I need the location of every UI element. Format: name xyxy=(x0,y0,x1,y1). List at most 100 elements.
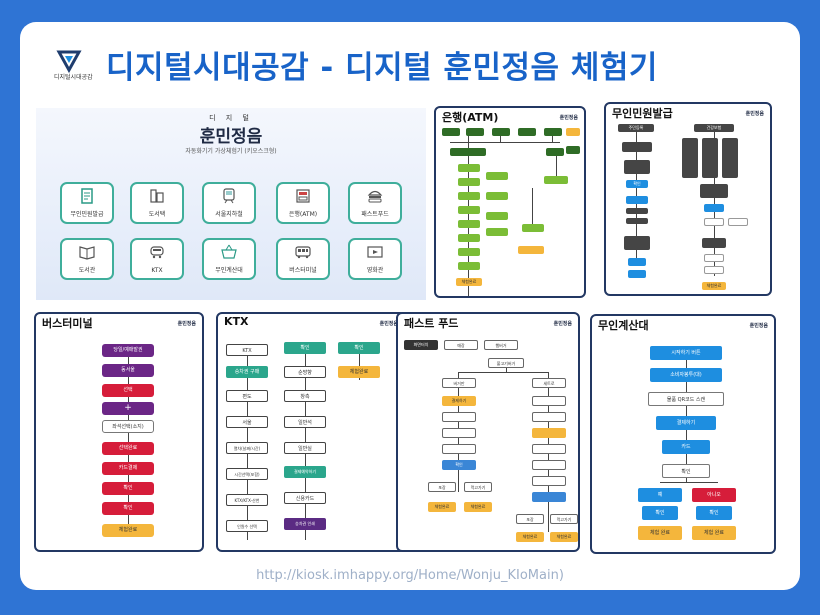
panel-title: 패스트 푸드 xyxy=(404,317,459,330)
bus-step: 확인 xyxy=(102,482,154,495)
ktx-step: 인원수 선택 xyxy=(226,520,268,532)
checkout-step: 결제하기 xyxy=(656,416,716,430)
ktx-step: 결제예약하기 xyxy=(284,466,326,478)
civil-node xyxy=(626,218,648,224)
tile-cinema[interactable]: 영화관 xyxy=(348,238,402,280)
bus-step: 동서울 xyxy=(102,364,154,377)
tile-label: 영화관 xyxy=(366,267,384,274)
ktx-step: 신용카드 xyxy=(284,492,326,504)
connector xyxy=(128,350,129,530)
atm-end-node: 체험완료 xyxy=(456,278,482,286)
ff-step xyxy=(532,396,566,406)
civil-node xyxy=(700,184,728,198)
civil-node xyxy=(622,142,652,152)
panel-logo: 훈민정음 xyxy=(177,321,196,327)
ff-step xyxy=(442,412,476,422)
atm-node xyxy=(458,220,480,228)
tile-label: 무인계산대 xyxy=(215,267,243,274)
subway-icon xyxy=(223,188,235,204)
slide: 디지털시대공감 디지털시대공감 - 디지털 훈민정음 체험기 디 지 털 훈민정… xyxy=(20,22,800,590)
checkout-step: 소비자봉투(대) xyxy=(650,368,722,382)
civil-confirm: 확인 xyxy=(626,180,648,188)
civil-node xyxy=(626,196,648,204)
ktx-step: KTX xyxy=(226,344,268,356)
civil-node xyxy=(704,204,724,212)
connector xyxy=(532,188,533,224)
checkout-step: 물품 QR코드 스캔 xyxy=(648,392,724,406)
checkout-done-right: 체험 완료 xyxy=(692,526,736,540)
atm-node xyxy=(544,176,568,184)
panel-civil: 무인민원발급 훈민정음 주민등록 건강보험 확인 체험완료 xyxy=(604,102,772,296)
connector xyxy=(556,156,557,176)
panel-title: KTX xyxy=(224,315,249,328)
ff-step: 화면터치 xyxy=(404,340,438,350)
ff-option: 먹고가기 xyxy=(464,482,492,492)
panel-logo: 훈민정음 xyxy=(749,323,768,329)
panel-atm: 은행(ATM) 훈민정음 체험완료 xyxy=(434,106,586,298)
atm-node xyxy=(522,224,544,232)
checkout-step: 카드 xyxy=(662,440,710,454)
bus-icon xyxy=(295,246,311,259)
ff-step xyxy=(532,460,566,470)
tile-library[interactable]: 도서관 xyxy=(60,238,114,280)
ff-step: 불고기버거 xyxy=(488,358,524,368)
ff-left-head: 버거만 xyxy=(442,378,476,388)
burger-icon xyxy=(367,190,383,203)
app-title: 훈민정음 xyxy=(199,127,263,147)
ktx-step: KTX/KTX-산천 xyxy=(226,494,268,506)
civil-node xyxy=(704,266,724,274)
tile-label: KTX xyxy=(151,267,163,274)
ff-option: 포장 xyxy=(428,482,456,492)
civil-node xyxy=(728,218,748,226)
atm-node xyxy=(458,234,480,242)
civil-node xyxy=(626,208,648,214)
tile-fastfood[interactable]: 패스트푸드 xyxy=(348,182,402,224)
checkout-no: 아니오 xyxy=(692,488,736,502)
connector xyxy=(450,142,560,143)
basket-icon xyxy=(221,244,237,259)
atm-node xyxy=(544,128,562,136)
panel-logo: 훈민정음 xyxy=(379,321,398,327)
ff-option: 먹고가기 xyxy=(550,514,578,524)
brand-logo-caption: 디지털시대공감 xyxy=(54,74,93,81)
civil-node xyxy=(722,138,738,178)
connector xyxy=(506,368,507,372)
source-url[interactable]: http://kiosk.imhappy.org/Home/Wonju_KIoM… xyxy=(256,568,564,583)
atm-node xyxy=(492,128,510,136)
civil-node xyxy=(704,254,724,262)
atm-node xyxy=(546,148,564,156)
ff-step xyxy=(532,476,566,486)
connector xyxy=(359,350,360,380)
ktx-step: 창측 xyxy=(284,390,326,402)
ff-confirm: 확인 xyxy=(442,460,476,470)
ff-step xyxy=(442,444,476,454)
tile-checkout[interactable]: 무인계산대 xyxy=(202,238,256,280)
tile-bus[interactable]: 버스터미널 xyxy=(276,238,330,280)
atm-node xyxy=(486,228,508,236)
kiosk-app-screenshot: 디 지 털 훈민정음 자동화기기 가상체험기 (키오스크형) 무인민원발급 도서… xyxy=(36,108,426,300)
civil-node xyxy=(702,238,726,248)
connector xyxy=(468,136,469,148)
train-icon xyxy=(150,246,164,259)
tile-subway[interactable]: 서울지하철 xyxy=(202,182,256,224)
bus-step: + xyxy=(102,402,154,415)
tile-atm[interactable]: 은행(ATM) xyxy=(276,182,330,224)
panel-logo: 훈민정음 xyxy=(553,321,572,327)
ff-step: 매장 xyxy=(444,340,478,350)
ff-end: 체험완료 xyxy=(550,532,578,542)
ktx-step: 확인 xyxy=(338,342,380,354)
ktx-step: 순방향 xyxy=(284,366,326,378)
tile-book-shelf[interactable]: 도서택 xyxy=(130,182,184,224)
panel-title: 은행(ATM) xyxy=(442,111,499,124)
tile-civil[interactable]: 무인민원발급 xyxy=(60,182,114,224)
checkout-ok-right: 확인 xyxy=(696,506,732,520)
tile-label: 은행(ATM) xyxy=(288,211,318,218)
ktx-step: 일반실 xyxy=(284,442,326,454)
ktx-step: 승차권 구매 xyxy=(226,366,268,378)
tile-ktx[interactable]: KTX xyxy=(130,238,184,280)
tile-label: 도서관 xyxy=(78,267,96,274)
bus-step: 카드결제 xyxy=(102,462,154,475)
ff-right-head: 세트로 xyxy=(532,378,566,388)
civil-left-top: 주민등록 xyxy=(618,124,654,132)
connector xyxy=(500,136,501,142)
